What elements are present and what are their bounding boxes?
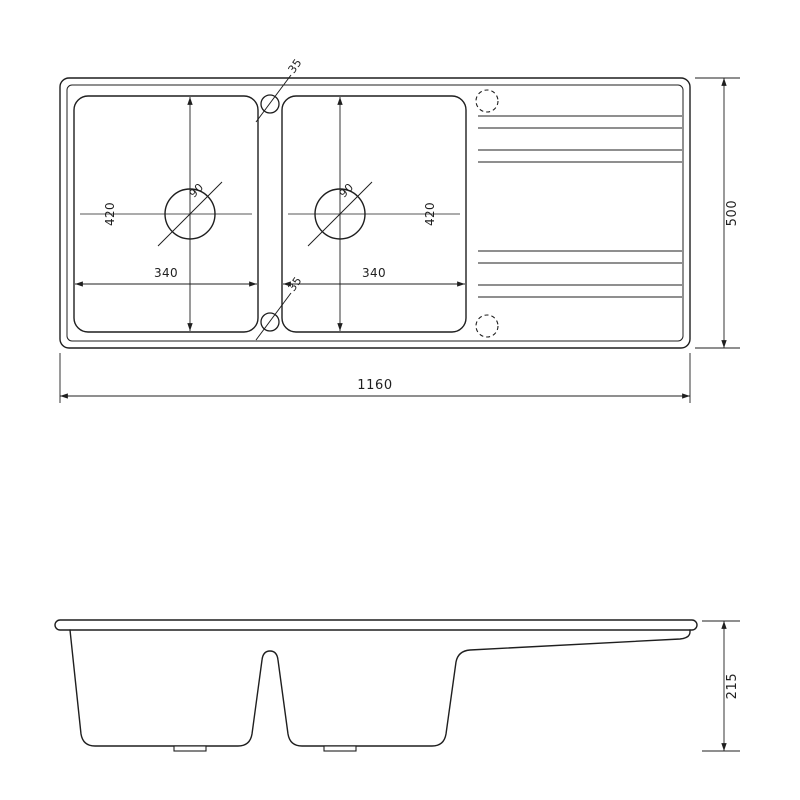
sink-body-profile [69,629,691,747]
optional-tap-hole-top [475,89,499,113]
left-bowl-depth-label: 420 [103,202,117,226]
drainer-grooves [478,115,682,298]
left-bowl-outline [73,95,259,333]
overall-width-dimension: 1160 [59,353,691,403]
overall-width-label: 1160 [357,378,392,393]
top-view: 420 420 340 340 90 90 35 35 1160 [59,56,740,403]
tap-hole-bottom-label: 35 [286,274,305,294]
right-bowl-width-label: 340 [362,266,386,280]
overall-depth-label: 500 [725,200,740,227]
overall-height-dimension: 215 [702,620,740,752]
right-drain-circle [314,188,366,240]
right-drain-leader-line [307,181,373,247]
left-bowl-width-label: 340 [154,266,178,280]
right-bowl-depth-label: 420 [423,202,437,226]
optional-tap-hole-bottom [475,314,499,338]
tap-hole-top-label: 35 [286,56,305,76]
right-bowl-outline [281,95,467,333]
left-drain-circle [164,188,216,240]
sink-inner-rim-line [66,84,684,342]
sink-rim-profile [54,619,698,631]
overall-depth-dimension: 500 [695,77,740,349]
right-drain-boss [323,745,357,752]
left-drain-boss [173,745,207,752]
front-view: 215 [54,619,740,752]
left-drain-leader-line [157,181,223,247]
tap-hole-bottom-leader-line [255,292,292,341]
tap-hole-top-leader-line [255,74,292,123]
overall-height-label: 215 [725,673,740,700]
sink-outer-outline [59,77,691,349]
